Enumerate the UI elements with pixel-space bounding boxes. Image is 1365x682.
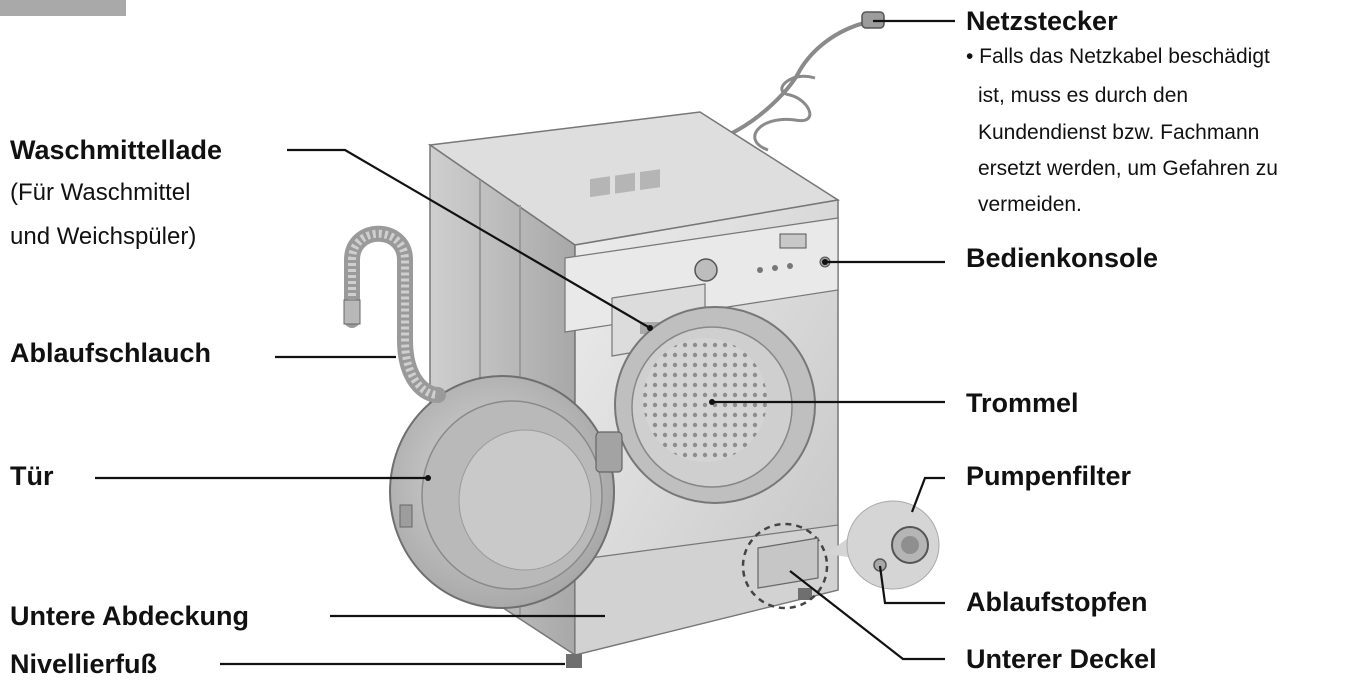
door-hinge <box>595 431 623 473</box>
label-trommel: Trommel <box>966 388 1079 418</box>
waschmittellade-sub-line-1: (Für Waschmittel <box>10 179 191 206</box>
label-untere-abdeckung: Untere Abdeckung <box>10 601 250 631</box>
drain-hose <box>343 225 446 403</box>
leader-unterer-deckel <box>789 570 945 661</box>
leveling-feet <box>566 588 812 668</box>
power-cord <box>727 11 885 152</box>
netzstecker-note-line-2: ist, muss es durch den <box>978 84 1189 107</box>
leader-waschmittellade <box>287 148 651 329</box>
leader-dots <box>425 259 828 481</box>
program-dial-icon <box>694 258 718 282</box>
label-tuer: Tür <box>10 461 54 491</box>
label-ablaufschlauch: Ablaufschlauch <box>10 338 212 368</box>
netzstecker-note-line-1: • Falls das Netzkabel beschädigt <box>966 45 1270 68</box>
netzstecker-note-line-4: ersetzt werden, um Gefahren zu <box>978 157 1278 180</box>
leader-ablaufstopfen <box>878 565 945 605</box>
label-ablaufstopfen: Ablaufstopfen <box>966 587 1148 617</box>
netzstecker-note-line-5: vermeiden. <box>978 193 1082 216</box>
door <box>389 375 623 609</box>
label-unterer-deckel: Unterer Deckel <box>966 644 1157 674</box>
waschmittellade-sub-line-2: und Weichspüler) <box>10 223 197 250</box>
label-pumpenfilter: Pumpenfilter <box>966 461 1132 491</box>
pump-cover <box>741 522 829 610</box>
label-bedienkonsole: Bedienkonsole <box>966 243 1159 273</box>
pump-filter-inset <box>826 500 940 590</box>
label-netzstecker: Netzstecker <box>966 6 1118 36</box>
netzstecker-note-line-3: Kundendienst bzw. Fachmann <box>978 121 1260 144</box>
drum <box>614 306 816 504</box>
corner-tab <box>0 0 126 16</box>
label-waschmittellade: Waschmittellade <box>10 135 223 165</box>
leader-lines <box>95 19 955 666</box>
leader-pumpenfilter <box>910 476 945 513</box>
label-nivellierfuss: Nivellierfuß <box>10 649 158 679</box>
